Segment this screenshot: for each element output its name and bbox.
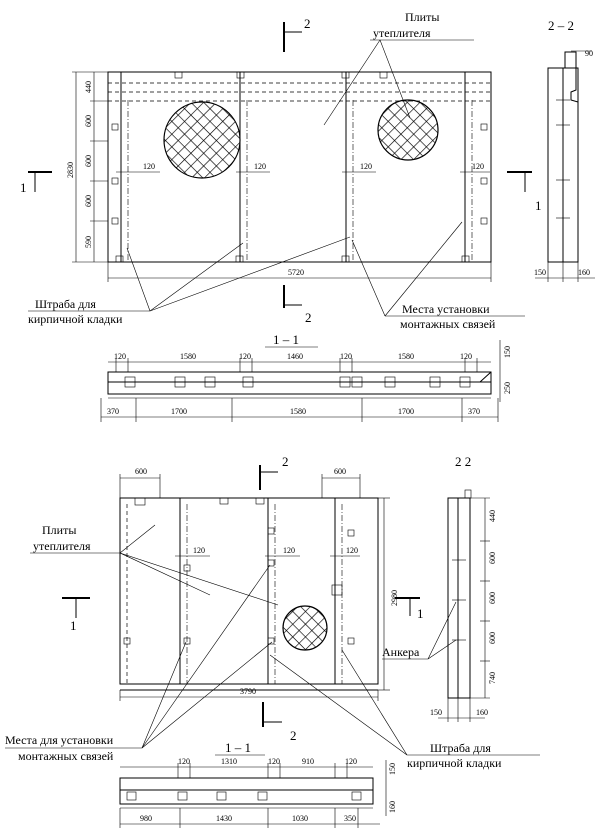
panel-a-total-width: 5720	[288, 268, 304, 277]
panel-b-rib-dims: 120 120 120	[175, 546, 360, 557]
panel-b-plan: 1 – 1 120 1310 120 910 120 150 160 980 1…	[119, 740, 397, 828]
panel-a-plan-side-dim-2: 250	[503, 382, 512, 394]
panel-a-plan-bottom-dim-5: 370	[468, 407, 480, 416]
panel-b-plan-bottom-dim-2: 1430	[216, 814, 232, 823]
panel-b-rib-dim-1: 120	[193, 546, 205, 555]
panel-a-side-top-dim: 90	[585, 49, 593, 58]
panel-b-total-height: 2980	[390, 590, 399, 606]
panel-b-section-1-right: 1	[417, 606, 424, 621]
panel-a-height-dim-5: 590	[84, 236, 93, 248]
panel-b-rib-dim-2: 120	[283, 546, 295, 555]
panel-a-rib-dim-2: 120	[254, 162, 266, 171]
panel-a-side-view: 2 – 2 90 150 160	[534, 18, 595, 282]
panel-b-plan-top-dim-2: 1310	[221, 757, 237, 766]
panel-a-rib-dim-3: 120	[360, 162, 372, 171]
panel-b-plan-bottom-dim-4: 350	[344, 814, 356, 823]
panel-a-rib-dim-4: 120	[472, 162, 484, 171]
panel-a-groove-callout: Штраба для кирпичной кладки	[28, 242, 244, 326]
panel-a-plan-top-dim-2: 1580	[180, 352, 196, 361]
panel-a-groove-label-2: кирпичной кладки	[28, 312, 123, 326]
panel-a-rib-dims: 120 120 120 120	[116, 162, 490, 173]
panel-a-height-dim-3: 600	[84, 155, 93, 167]
panel-a-plan-bottom-dim-2: 1700	[171, 407, 187, 416]
panel-a-side-dim-1: 150	[534, 268, 546, 277]
panel-b-ties-label-1: Места для установки	[5, 733, 114, 747]
panel-b-section-1-left: 1	[70, 618, 77, 633]
panel-b-insulation-label-1: Плиты	[42, 523, 76, 537]
panel-a-ties-callout: Места установки монтажных связей	[149, 221, 525, 331]
panel-a-width-dim: 5720	[107, 262, 492, 282]
panel-b-plan-top-dim-5: 120	[345, 757, 357, 766]
panel-a-plan-top-dim-6: 1580	[398, 352, 414, 361]
panel-b-top-dims: 600 600	[119, 467, 361, 498]
panel-a-side-dim-2: 160	[578, 268, 590, 277]
panel-b-side-height-2: 600	[488, 552, 497, 564]
panel-a-plan: 1 – 1 120 1580 120 1460 120 1580 120 150…	[100, 332, 512, 422]
panel-b-elevation	[119, 497, 379, 691]
panel-a-insulation-label-2: утеплителя	[373, 26, 431, 40]
panel-a-section-1-right: 1	[535, 198, 542, 213]
panel-b-side-dim-1: 150	[430, 708, 442, 717]
panel-b-anchors-label: Анкера	[382, 645, 420, 659]
panel-a-plan-top-dim-3: 120	[239, 352, 251, 361]
panel-a-side-title: 2 – 2	[548, 18, 574, 33]
panel-b-section-marks: 2 2 1 1	[62, 454, 424, 743]
panel-b-plan-top-dim-3: 120	[268, 757, 280, 766]
panel-a-section-2-bottom: 2	[305, 310, 312, 325]
panel-b-side-height-5: 740	[488, 672, 497, 684]
panel-a-insulation-callout: Плиты утеплителя	[323, 10, 474, 126]
panel-b-side-dim-2: 160	[476, 708, 488, 717]
panel-b-plan-top-dim-4: 910	[302, 757, 314, 766]
panel-a-plan-top-dim-1: 120	[114, 352, 126, 361]
panel-b-groove-label-1: Штраба для	[430, 741, 491, 755]
panel-b-section-2-bottom: 2	[290, 728, 297, 743]
panel-a-height-dim-2: 600	[84, 115, 93, 127]
panel-a-total-height: 2830	[66, 162, 75, 178]
panel-b-side-height-1: 440	[488, 510, 497, 522]
panel-b-groove-callout: Штраба для кирпичной кладки	[269, 649, 540, 770]
panel-a-height-dim-4: 600	[84, 195, 93, 207]
panel-b-side-view: 2 2 440 600 600 600 740 Анкера 150 160	[382, 454, 497, 722]
panel-a-plan-bottom-dim-3: 1580	[290, 407, 306, 416]
panel-b-plan-bottom-dim-3: 1030	[292, 814, 308, 823]
panel-a-rib-dim-1: 120	[143, 162, 155, 171]
panel-b-ties-callout: Места для установки монтажных связей	[5, 564, 273, 763]
panel-b-side-height-3: 600	[488, 592, 497, 604]
panel-a-section-1-left: 1	[20, 180, 27, 195]
panel-b-plan-bottom-dim-1: 980	[140, 814, 152, 823]
panel-a-elevation	[107, 71, 492, 263]
panel-b-plan-top-dim-1: 120	[178, 757, 190, 766]
panel-a-ties-label-2: монтажных связей	[400, 317, 496, 331]
panel-a-plan-top-dim-4: 1460	[287, 352, 303, 361]
panel-a-section-marks: 2 2 1 1	[20, 16, 542, 325]
panel-a-plan-title: 1 – 1	[273, 332, 299, 347]
panel-b-groove-label-2: кирпичной кладки	[407, 756, 502, 770]
panel-b-insulation-callout: Плиты утеплителя	[30, 523, 279, 606]
panel-b-rib-dim-3: 120	[346, 546, 358, 555]
panel-a-height-dims: 440 600 600 600 590 2830	[66, 71, 108, 263]
panel-b-size-dims: 2980 3790	[119, 497, 399, 701]
panel-b-section-2-top: 2	[282, 454, 289, 469]
panel-b-total-width: 3790	[240, 687, 256, 696]
panel-a-plan-top-dim-5: 120	[340, 352, 352, 361]
panel-b-plan-title: 1 – 1	[225, 740, 251, 755]
panel-b-side-title: 2 2	[455, 454, 471, 469]
panel-a-groove-label-1: Штраба для	[35, 297, 96, 311]
panel-b-top-dim-1: 600	[135, 467, 147, 476]
panel-b-ties-label-2: монтажных связей	[18, 749, 114, 763]
panel-b-insulation-label-2: утеплителя	[33, 539, 91, 553]
panel-a-plan-bottom-dim-4: 1700	[398, 407, 414, 416]
panel-b-plan-side-dim-2: 160	[388, 801, 397, 813]
panel-a-plan-side-dim-1: 150	[503, 346, 512, 358]
panel-a-ties-label-1: Места установки	[402, 302, 490, 316]
panel-a-section-2-top: 2	[304, 16, 311, 31]
panel-a-insulation-label-1: Плиты	[405, 10, 439, 24]
panel-a-height-dim-1: 440	[84, 81, 93, 93]
panel-a-plan-bottom-dim-1: 370	[107, 407, 119, 416]
panel-b-side-height-4: 600	[488, 632, 497, 644]
panel-b-plan-side-dim-1: 150	[388, 763, 397, 775]
panel-a-plan-top-dim-7: 120	[460, 352, 472, 361]
panel-b-top-dim-2: 600	[334, 467, 346, 476]
